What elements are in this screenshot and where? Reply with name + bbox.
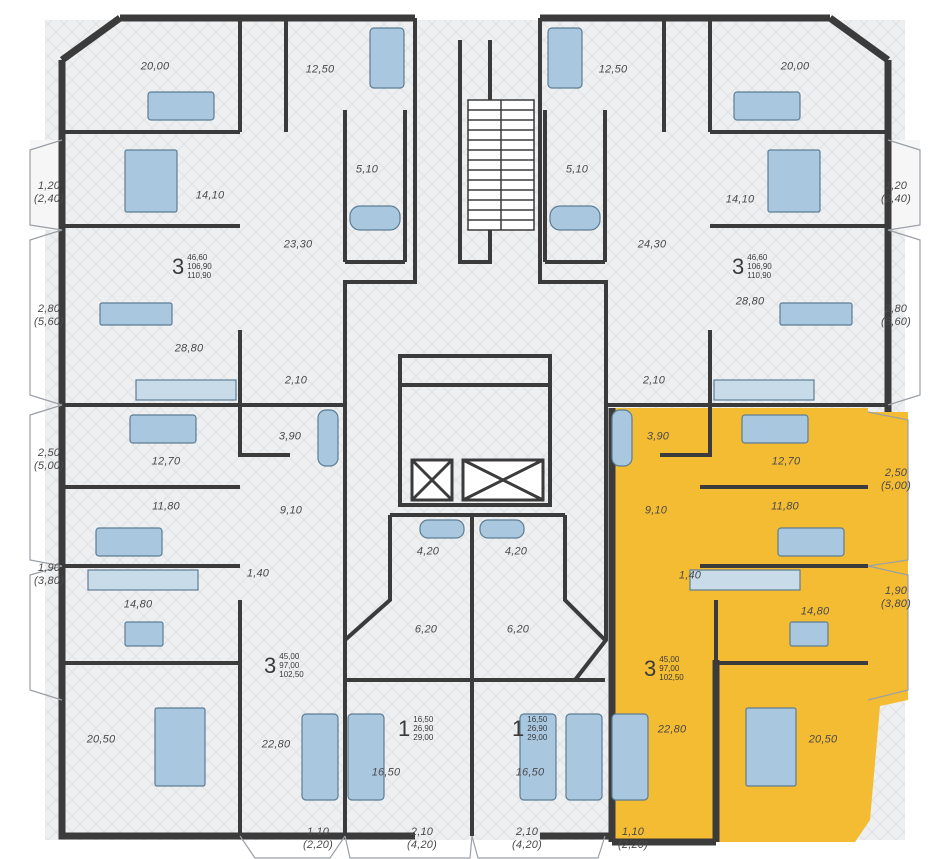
apartment-living-area: 46,60 [747,253,768,262]
balcony-area-b1: 1,10 (2,20) [303,826,333,851]
apartment-summary-cr: 1 16,50 26,90 29,00 [512,715,547,742]
room-area-br-bed: 20,50 [808,733,838,746]
apartment-full-area: 29,00 [413,733,434,742]
balcony-area-b3: 2,10 (4,20) [512,826,542,851]
room-area-tr-kitchen: 28,80 [735,295,765,308]
apartment-total-area: 26,90 [413,724,434,733]
apartment-room-count: 3 [264,652,277,678]
apartment-room-count: 3 [644,655,657,681]
apartment-room-count: 3 [732,253,745,279]
elevator-shafts [410,458,545,502]
room-area-c-left-room: 16,50 [371,766,401,779]
apartment-summary-tl: 3 46,60 106,90 110,90 [172,253,212,280]
floor-areas [30,20,920,842]
room-area-r-bed: 11,80 [771,500,799,513]
balcony-area-l2: 2,80 (5,60) [34,303,64,328]
room-area-tl-living: 20,00 [140,60,170,73]
interior-walls [62,18,888,836]
room-area-tl-bed: 14,10 [195,189,225,202]
apartment-summary-tr: 3 46,60 106,90 110,90 [732,253,772,280]
room-area-c-right-hall: 6,20 [506,623,530,636]
balcony-area-r1: 1,20 (2,40) [881,180,911,205]
apartment-total-area: 97,00 [659,664,680,673]
room-area-tl-kitchen: 28,80 [174,342,204,355]
apartment-full-area: 29,00 [527,733,548,742]
balcony-area-r3: 2,50 (5,00) [881,467,911,492]
room-area-br-hall: 22,80 [657,723,687,736]
apartment-living-area: 16,50 [413,715,434,724]
apartment-full-area: 110,90 [747,271,772,280]
room-area-bl-hall: 22,80 [261,738,291,751]
room-area-l-bath: 3,90 [278,430,302,443]
apartment-total-area: 106,90 [187,262,212,271]
apartment-summary-cl: 1 16,50 26,90 29,00 [398,715,433,742]
apartment-living-area: 16,50 [527,715,548,724]
room-area-r-bath: 3,90 [646,430,670,443]
room-area-br-kitchen: 14,80 [800,605,830,618]
balcony-area-l1: 1,20 (2,40) [34,180,64,205]
balcony-area-r4: 1,90 (3,80) [881,585,911,610]
room-area-c-right-room: 16,50 [515,766,545,779]
room-area-bl-kitchen: 14,80 [123,598,153,611]
room-area-c-left-bath: 4,20 [416,545,440,558]
room-area-t-right-bed: 12,50 [598,63,628,76]
room-area-c-right-bath: 4,20 [504,545,528,558]
apartment-room-count: 3 [172,253,185,279]
room-area-t-left-bath: 5,10 [355,163,379,176]
apartment-summary-bl: 3 45,00 97,00 102,50 [264,652,304,679]
apartment-full-area: 102,50 [659,673,684,682]
balcony-area-b4: 1,10 (2,20) [618,826,648,851]
apartment-full-area: 110,90 [187,271,212,280]
apartment-living-area: 45,00 [659,655,680,664]
balcony-area-l4: 1,90 (3,80) [34,562,64,587]
room-area-t-right-bath: 5,10 [565,163,589,176]
apartment-full-area: 102,50 [279,670,304,679]
apartment-room-count: 1 [398,715,411,741]
room-area-t-left-bed: 12,50 [305,63,335,76]
room-area-tr-hall: 24,30 [637,238,667,251]
room-area-bl-bed: 20,50 [86,733,116,746]
room-area-c-left-hall: 6,20 [414,623,438,636]
apartment-total-area: 106,90 [747,262,772,271]
room-area-tr-bed: 14,10 [725,193,755,206]
stairs [467,99,535,231]
room-area-tl-hall: 23,30 [283,238,313,251]
window-bays [29,139,921,859]
room-area-r-hall: 9,10 [644,504,668,517]
furniture [87,27,853,801]
balcony-area-b2: 2,10 (4,20) [407,826,437,851]
apartment-living-area: 45,00 [279,652,300,661]
room-area-tr-wc: 2,10 [642,374,666,387]
outer-walls [58,14,892,846]
balcony-area-r2: 2,80 (5,60) [881,303,911,328]
room-area-l-living: 12,70 [151,455,181,468]
apartment-living-area: 46,60 [187,253,208,262]
room-area-l-hall: 9,10 [279,504,303,517]
apartment-room-count: 1 [512,715,525,741]
apartment-total-area: 26,90 [527,724,548,733]
room-area-tr-living: 20,00 [780,60,810,73]
apartment-summary-br: 3 45,00 97,00 102,50 [644,655,684,682]
room-area-l-bed: 11,80 [152,500,180,513]
highlighted-apartment [612,408,908,842]
room-area-r-living: 12,70 [771,455,801,468]
room-area-br-wc: 1,40 [678,569,702,582]
room-area-bl-wc: 1,40 [246,567,270,580]
balcony-area-l3: 2,50 (5,00) [34,447,64,472]
apartment-total-area: 97,00 [279,661,300,670]
room-area-tl-wc: 2,10 [284,374,308,387]
